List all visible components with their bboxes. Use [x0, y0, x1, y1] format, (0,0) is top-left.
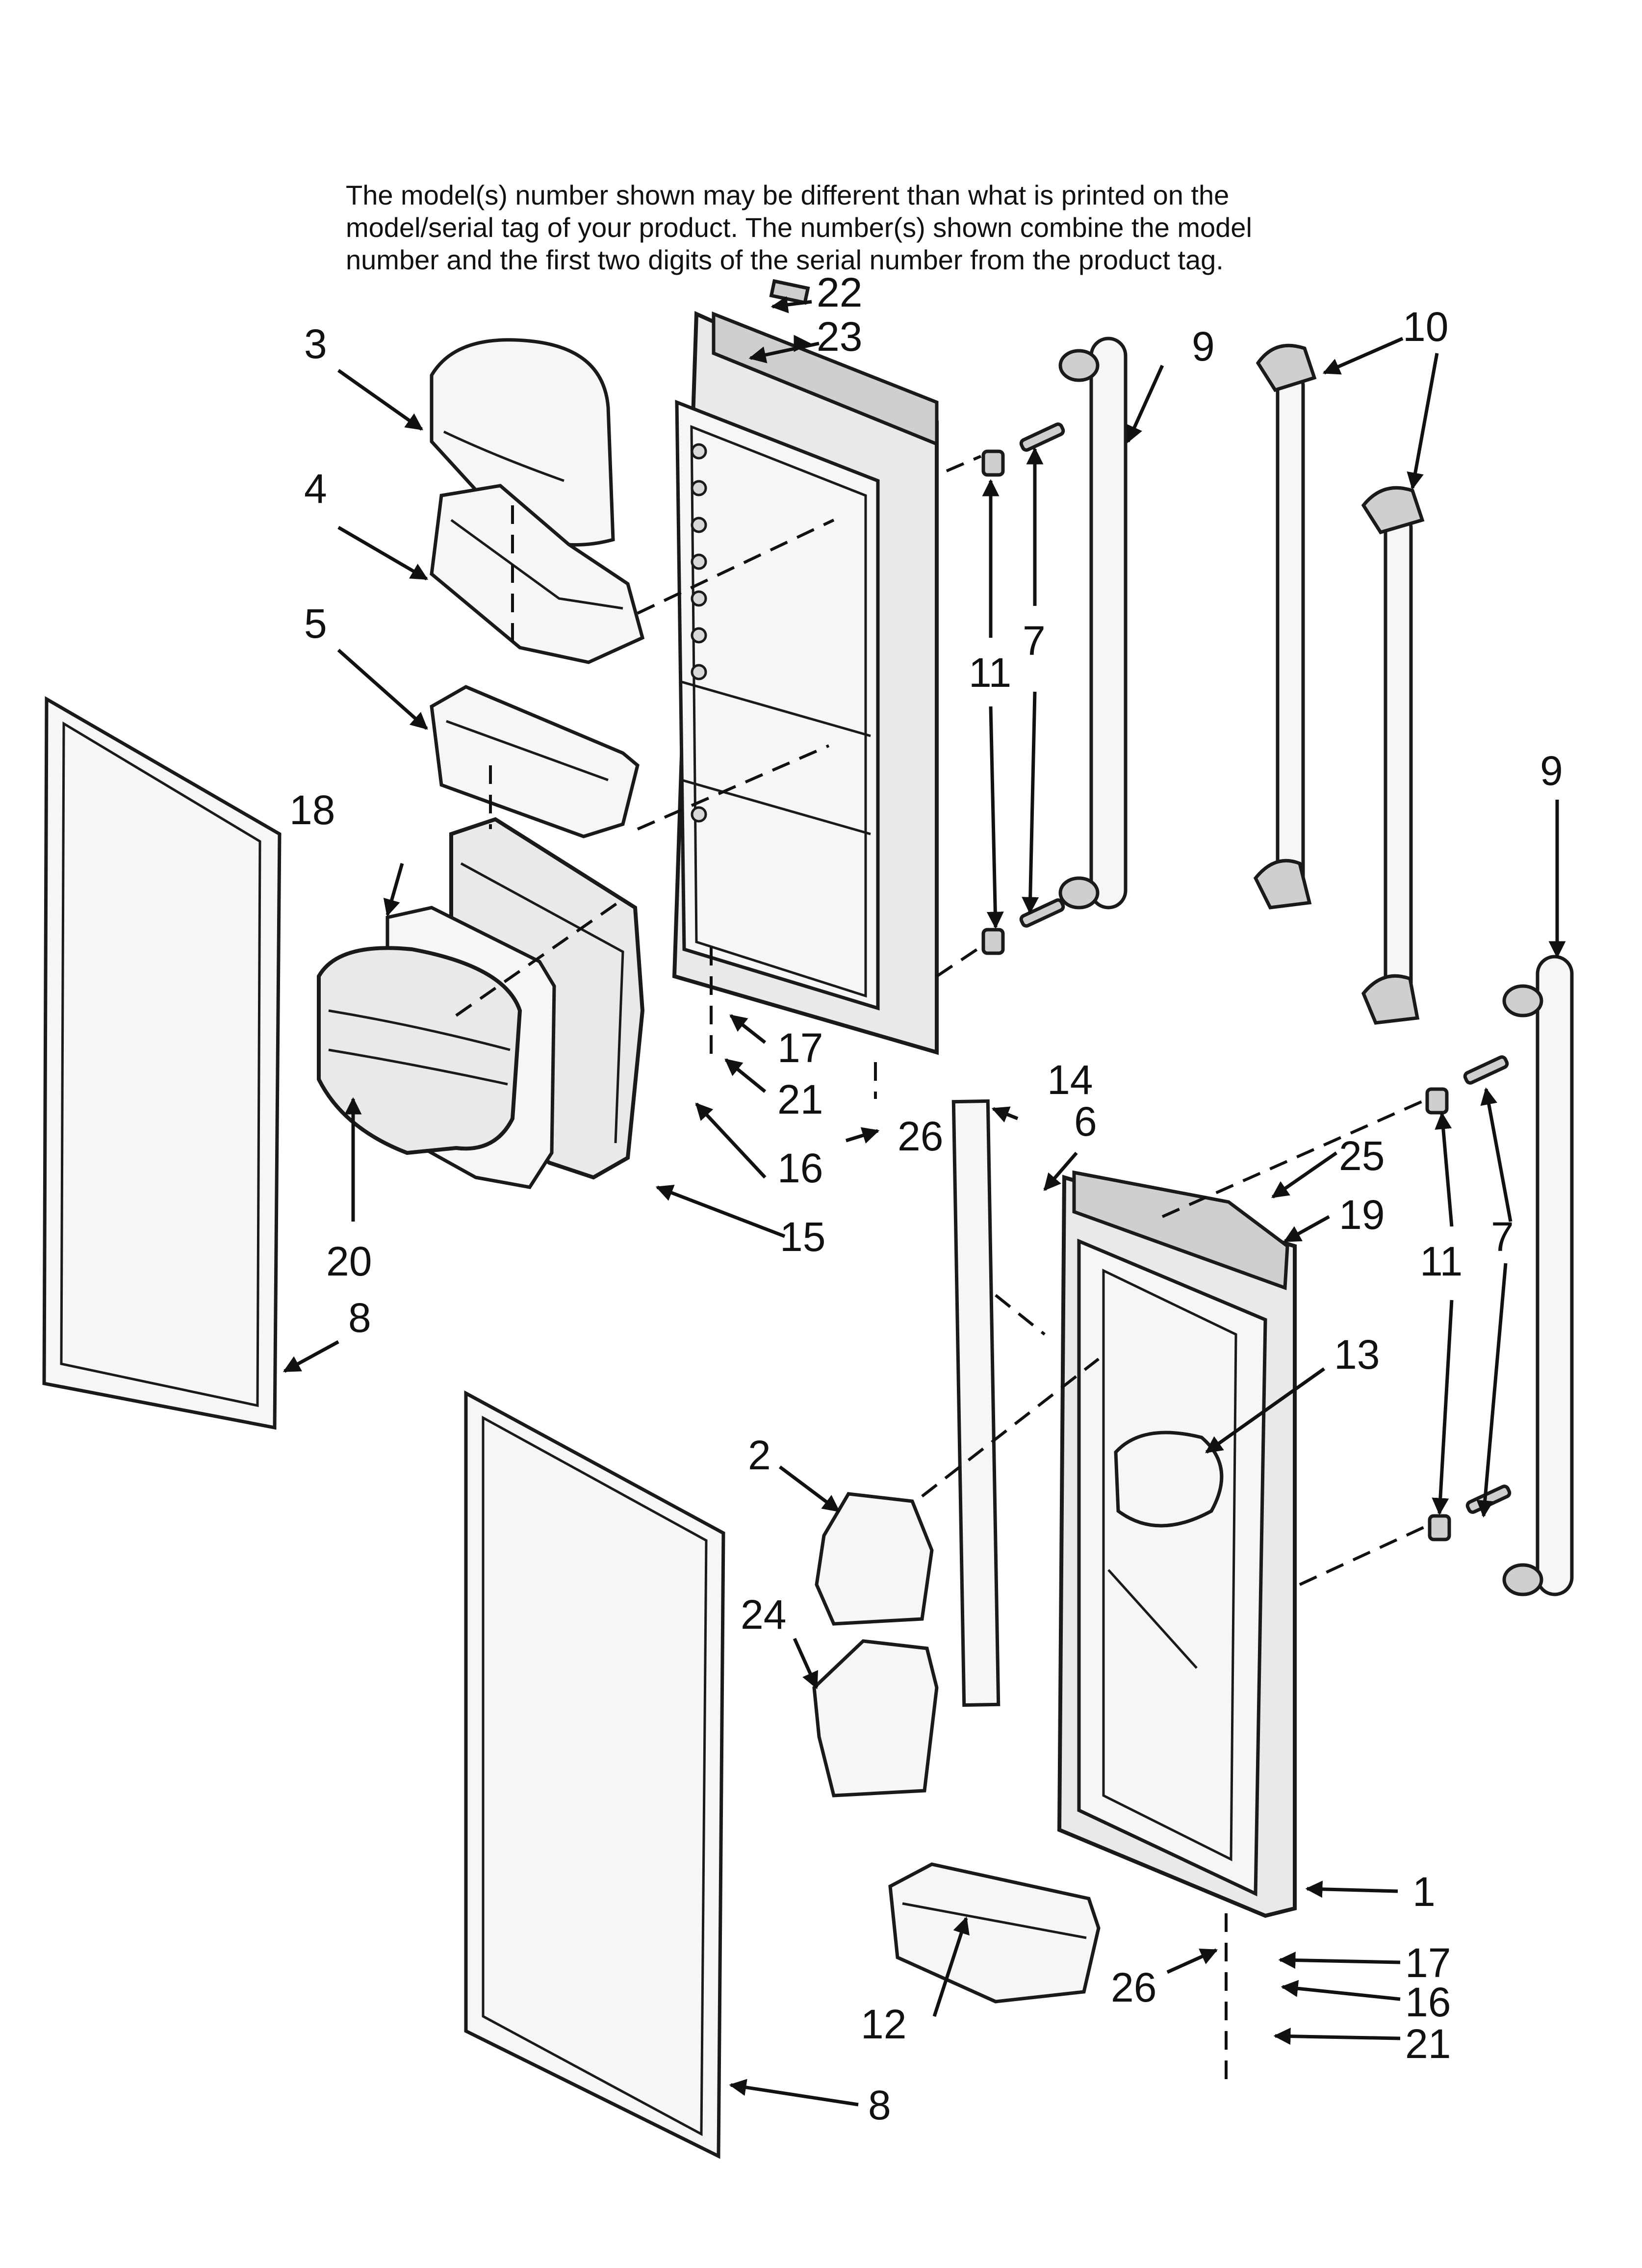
- lower-door-part-1: [1057, 1170, 1297, 1918]
- callout-numbers: 3 4 5 22 23 9 10 9 11 7 18 20 8 17 21 16…: [289, 269, 1563, 2128]
- disclaimer-line-1: The model(s) number shown may be differe…: [346, 180, 1230, 210]
- callout-9-upper: 9: [1192, 323, 1215, 369]
- disclaimer-line-3: number and the first two digits of the s…: [346, 244, 1224, 275]
- callout-10: 10: [1403, 304, 1448, 350]
- callout-9-lower: 9: [1540, 748, 1563, 794]
- callout-12: 12: [861, 2001, 906, 2047]
- callout-16-lower: 16: [1405, 1979, 1451, 2025]
- part-13-dispenser-opening: [1114, 1431, 1224, 1528]
- callout-17-lower: 17: [1405, 1940, 1451, 1986]
- callout-23: 23: [817, 313, 862, 360]
- label-strip-part-22: [769, 279, 810, 305]
- callout-6: 6: [1074, 1098, 1097, 1145]
- upper-gasket-part-8: [42, 696, 282, 1430]
- callout-21-upper: 21: [777, 1076, 823, 1122]
- part-14-trim: [951, 1099, 1001, 1707]
- part-2-bin: [815, 1492, 934, 1626]
- callout-1: 1: [1412, 1869, 1436, 1915]
- callout-8-upper: 8: [348, 1295, 371, 1341]
- leader-lines: [282, 296, 1566, 2107]
- callout-15: 15: [780, 1214, 825, 1260]
- part-5-bin: [430, 685, 640, 838]
- disclaimer-note: The model(s) number shown may be differe…: [346, 179, 1474, 276]
- callout-11-lower: 11: [1420, 1238, 1462, 1284]
- handle-part-10-a: [1253, 343, 1317, 910]
- upper-door-liner: [672, 311, 939, 1055]
- callout-18: 18: [289, 787, 335, 833]
- assembly-dash-lines: [455, 455, 1428, 2085]
- callout-2: 2: [748, 1432, 771, 1478]
- part-12-bin: [888, 1862, 1101, 2004]
- callout-22: 22: [817, 269, 862, 315]
- part-24-bin: [812, 1639, 939, 1798]
- part-20-door: [317, 946, 522, 1155]
- upper-handle-part-9: [1058, 337, 1128, 910]
- part-4-bin: [430, 484, 645, 664]
- disclaimer-line-2: model/serial tag of your product. The nu…: [346, 212, 1252, 243]
- callout-19: 19: [1339, 1192, 1385, 1238]
- callout-11-upper: 11: [969, 650, 1011, 696]
- callout-20: 20: [326, 1238, 372, 1284]
- callout-25: 25: [1339, 1133, 1385, 1179]
- callout-8-lower: 8: [868, 2082, 891, 2128]
- callout-13: 13: [1334, 1331, 1380, 1378]
- callout-4: 4: [304, 466, 327, 512]
- lower-handle-part-9: [1502, 955, 1574, 1596]
- callout-3: 3: [304, 321, 327, 367]
- callout-21-lower: 21: [1405, 2021, 1451, 2067]
- callout-16-upper: 16: [777, 1145, 823, 1191]
- callout-7-upper: 7: [1023, 618, 1046, 664]
- callout-26-upper: 26: [898, 1113, 943, 1159]
- callout-7-lower: 7: [1491, 1214, 1514, 1260]
- callout-26-lower: 26: [1111, 1964, 1156, 2010]
- door-shelf-bumps: [691, 443, 707, 823]
- callout-14: 14: [1047, 1057, 1093, 1103]
- callout-24: 24: [741, 1591, 786, 1638]
- lower-gasket-part-8: [464, 1390, 725, 2159]
- handle-hardware: [981, 422, 1512, 1541]
- callout-5: 5: [304, 600, 327, 647]
- handle-part-10-b: [1361, 486, 1425, 1025]
- callout-17-upper: 17: [777, 1025, 823, 1071]
